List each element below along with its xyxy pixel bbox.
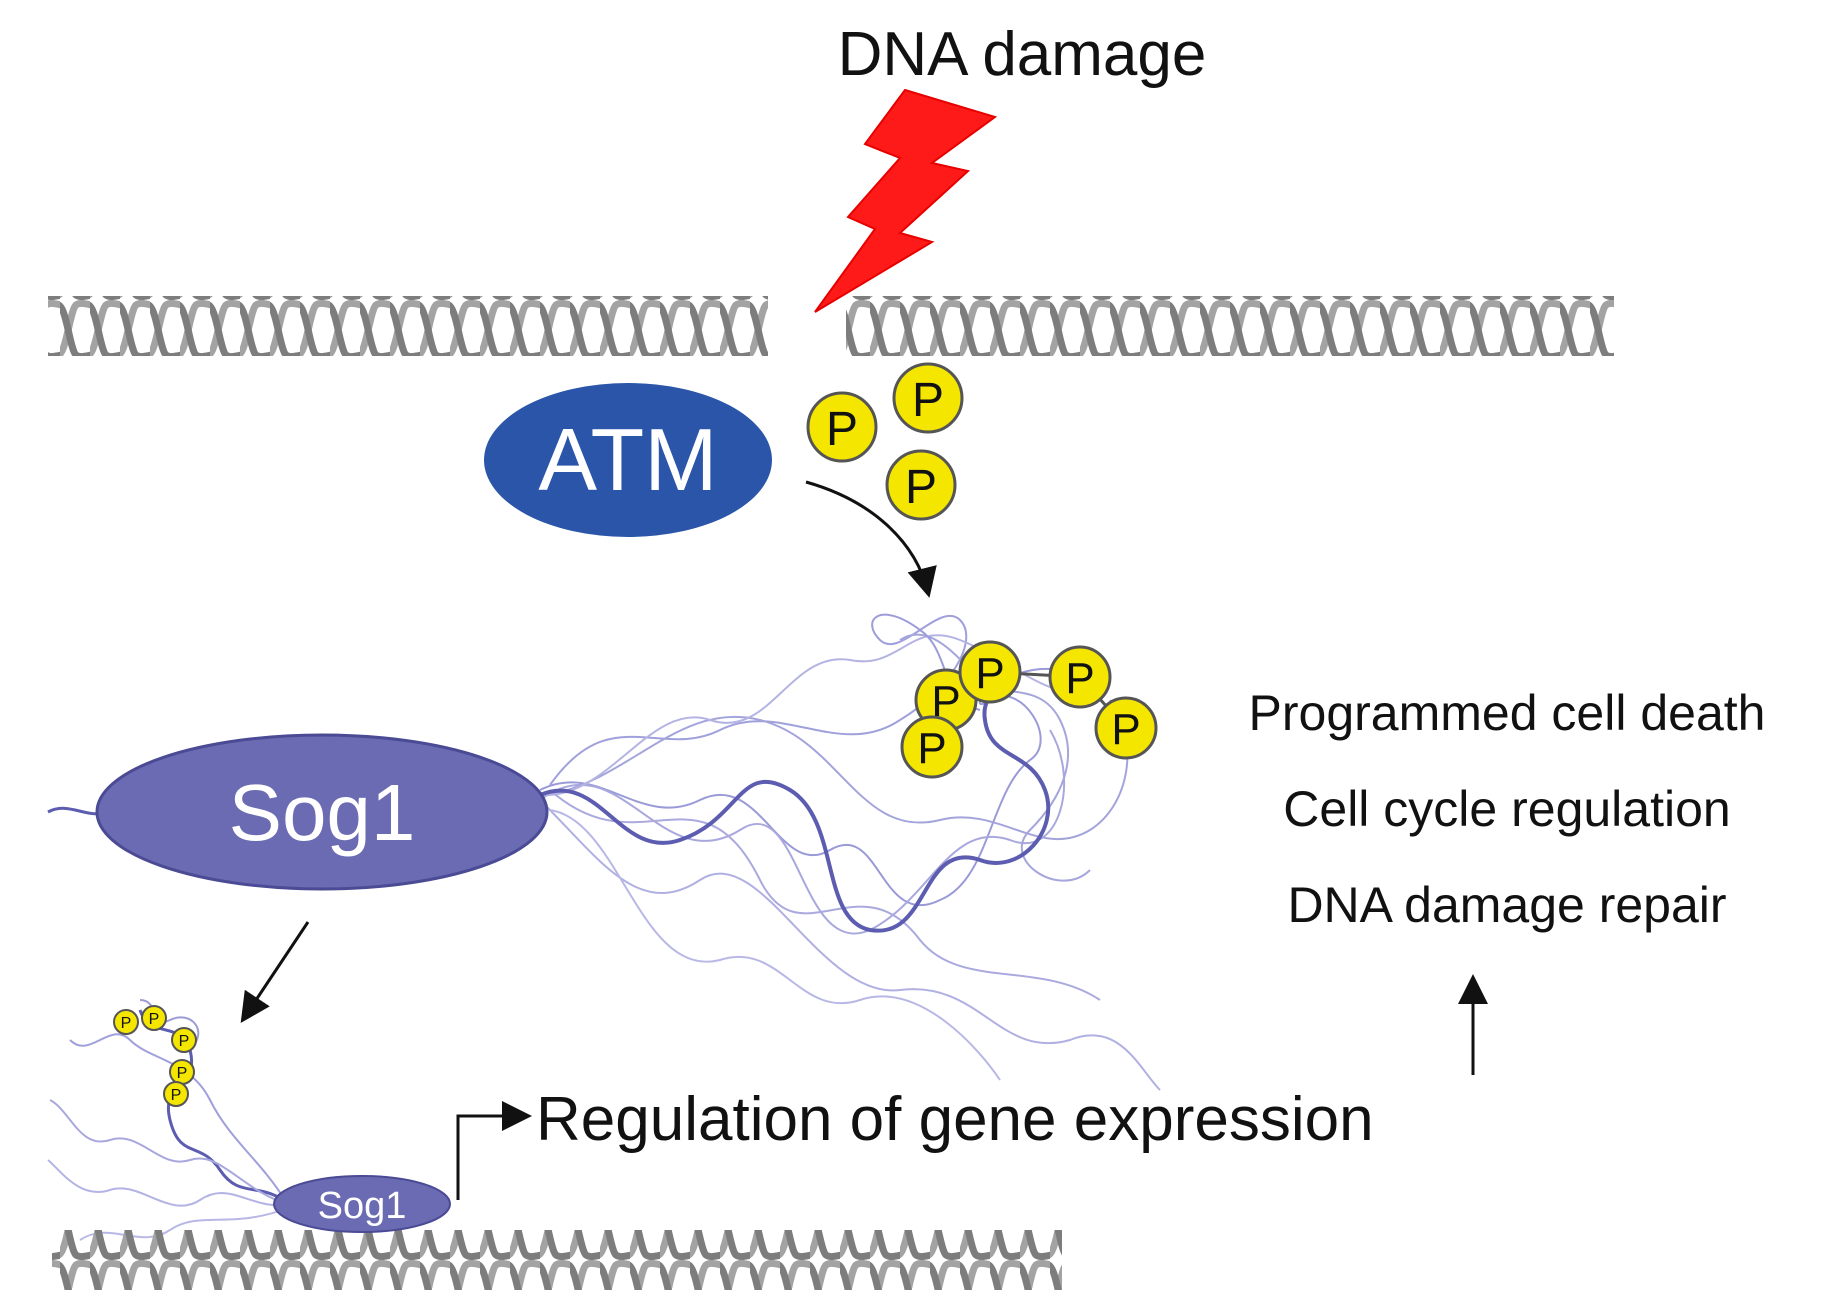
transcription-start-arrow — [456, 1101, 532, 1200]
lightning-bolt-icon — [814, 88, 998, 313]
atm-label: ATM — [538, 410, 717, 509]
dna-damage-label: DNA damage — [838, 20, 1207, 89]
phosphate-circle-icon: P — [169, 1059, 195, 1085]
sog1-phosphate-cluster: P P P P P — [900, 640, 1158, 779]
phosphate-p-label: P — [1111, 705, 1140, 754]
sog1-small-label: Sog1 — [318, 1185, 407, 1227]
phosphate-circle-icon: P — [1048, 645, 1112, 709]
phosphate-p-label: P — [121, 1015, 132, 1032]
dna-helix-top-left — [48, 296, 768, 356]
phosphate-circle-icon: P — [113, 1009, 139, 1035]
phosphate-p-label: P — [905, 461, 937, 514]
phosphate-p-label: P — [149, 1011, 160, 1028]
sog1-binding-arrow — [240, 921, 310, 1023]
sog1-large-label: Sog1 — [229, 768, 416, 857]
atm-phosphorylation-arrow — [805, 480, 937, 598]
sog1-protein-large: Sog1 — [95, 733, 549, 891]
sog1-small-tail — [47, 999, 291, 1241]
phosphate-circle-icon: P — [163, 1081, 189, 1107]
dna-helix-bottom — [52, 1230, 1062, 1290]
phosphate-circle-icon: P — [171, 1027, 197, 1053]
outcome-programmed-cell-death: Programmed cell death — [1249, 685, 1766, 741]
free-phosphate-cluster: P P P — [806, 362, 964, 521]
phosphate-p-label: P — [912, 374, 944, 427]
atm-kinase: ATM — [484, 383, 772, 537]
phosphate-p-label: P — [975, 649, 1004, 698]
sog1-small-phosphate-cluster: P P P P P — [113, 1005, 197, 1107]
gene-regulation-label: Regulation of gene expression — [536, 1085, 1374, 1154]
dna-helix-top-right — [846, 296, 1614, 356]
phosphate-p-label: P — [171, 1087, 182, 1104]
phosphate-p-label: P — [1065, 654, 1094, 703]
phosphate-circle-icon: P — [958, 640, 1022, 704]
phosphate-circle-icon: P — [1094, 696, 1158, 760]
sog1-protein-small: Sog1 — [273, 1175, 451, 1233]
phosphate-circle-icon: P — [885, 449, 957, 521]
outcome-cell-cycle-regulation: Cell cycle regulation — [1283, 781, 1730, 837]
outcome-dna-damage-repair: DNA damage repair — [1287, 877, 1726, 933]
phosphate-circle-icon: P — [900, 715, 964, 779]
phosphate-p-label: P — [177, 1065, 188, 1082]
phosphate-p-label: P — [917, 724, 946, 773]
phosphate-circle-icon: P — [892, 362, 964, 434]
phosphate-p-label: P — [179, 1033, 190, 1050]
phosphate-circle-icon: P — [806, 391, 878, 463]
phosphate-circle-icon: P — [141, 1005, 167, 1031]
phosphate-p-label: P — [826, 403, 858, 456]
